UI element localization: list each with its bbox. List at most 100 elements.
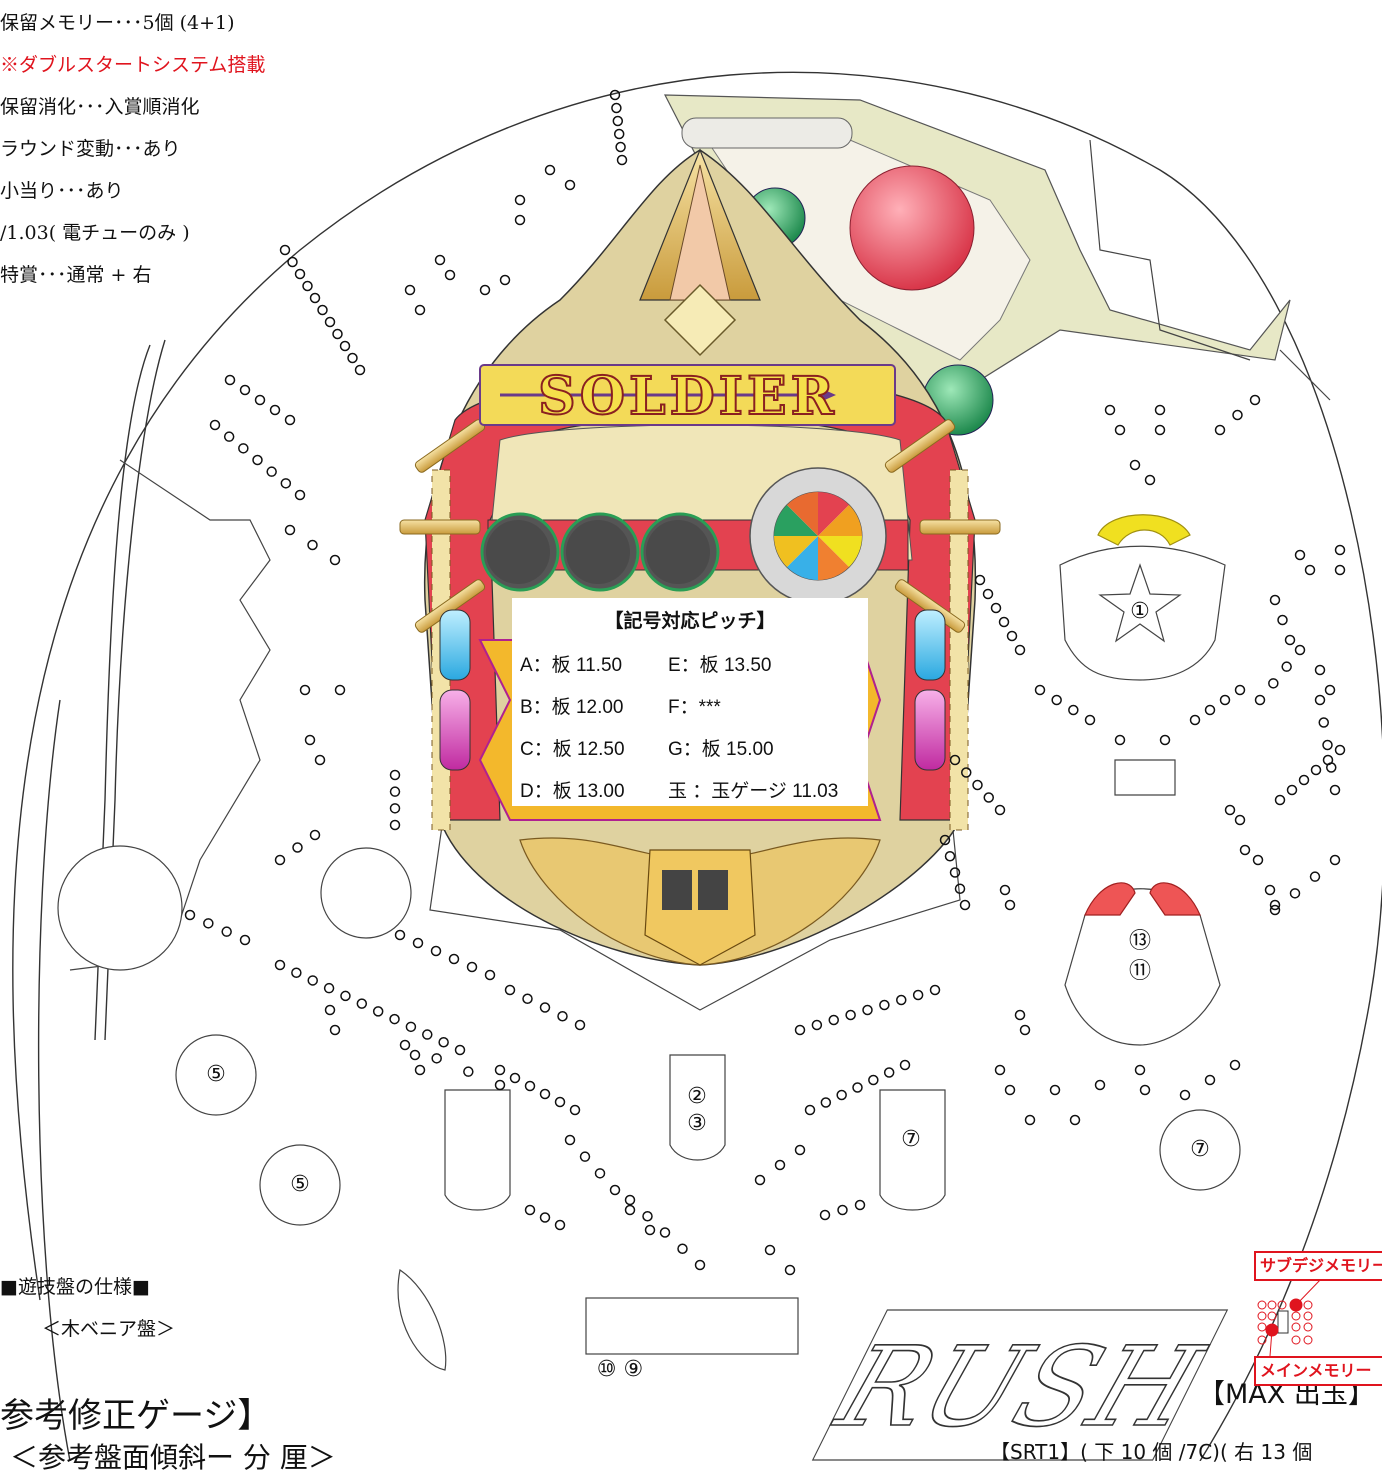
pitch-legend: 【記号対応ピッチ】 A：板 11.50 E：板 13.50 B：板 12.00 … (512, 598, 868, 806)
spec-special-prize: 特賞･･･通常 + 右 (0, 264, 152, 286)
nail (279, 244, 291, 256)
legend-pitch-e: E：板 13.50 (668, 655, 772, 676)
nail (677, 1243, 688, 1254)
nail (1304, 564, 1316, 576)
legend-pitch-a: A：板 11.50 (520, 655, 623, 676)
nail (274, 854, 286, 866)
nail (1154, 424, 1166, 436)
nail (1314, 664, 1326, 676)
board-outline (12, 71, 1382, 1461)
nail (209, 419, 221, 431)
nail (564, 179, 576, 191)
nail (405, 1021, 417, 1033)
nail (1329, 784, 1341, 796)
nail (828, 1014, 839, 1026)
nail (422, 1029, 433, 1040)
svg-text:RUSH: RUSH (821, 1323, 1218, 1451)
nail (1281, 661, 1292, 672)
nail (1204, 704, 1216, 716)
nail (1252, 854, 1264, 866)
nail (294, 268, 306, 280)
nail (304, 734, 316, 746)
nail (221, 926, 232, 937)
nail (1269, 899, 1281, 911)
nail (280, 478, 292, 489)
nail (340, 990, 351, 1002)
nail (1084, 714, 1096, 726)
rush-logo: RUSH (811, 1309, 1229, 1461)
nail (494, 1079, 506, 1091)
nail (754, 1174, 766, 1186)
nail (1249, 394, 1261, 406)
nail (347, 352, 358, 364)
nail (1264, 884, 1276, 896)
nail (929, 984, 941, 996)
nail (434, 254, 446, 266)
nail (514, 214, 526, 226)
nail (999, 884, 1011, 896)
legend-pitch-g: G：板 15.00 (668, 739, 774, 760)
nail (990, 602, 1002, 614)
nail (1326, 762, 1337, 773)
nail (1051, 694, 1062, 706)
nail (499, 274, 511, 286)
nail (287, 256, 298, 268)
nail (609, 89, 621, 101)
nail (438, 1037, 449, 1048)
nail (284, 414, 296, 426)
nail (1309, 871, 1321, 882)
nail (254, 394, 266, 406)
nail (302, 280, 313, 292)
nail (274, 959, 286, 971)
nail (356, 998, 368, 1009)
nail (238, 443, 249, 454)
nail (324, 316, 336, 328)
nail (896, 994, 907, 1006)
nail (1334, 564, 1346, 576)
nail (794, 1024, 806, 1036)
board-spec-title: ■遊技盤の仕様■ (0, 1276, 150, 1298)
nail (414, 304, 426, 316)
nail (879, 999, 890, 1011)
nail (1114, 424, 1126, 436)
spec-double-start: ※ダブルスタートシステム搭載 (0, 54, 266, 76)
nail (292, 842, 303, 853)
nail (389, 803, 401, 814)
nail (1310, 764, 1322, 776)
nail (329, 554, 341, 566)
nail (611, 102, 622, 114)
marker-left-pocket-1: ⑤ (206, 1062, 226, 1087)
nail (224, 374, 236, 386)
nail (1234, 684, 1246, 696)
nail (1269, 904, 1281, 916)
nail (1289, 888, 1301, 899)
nail (642, 1211, 653, 1222)
nail (504, 984, 516, 996)
nail (594, 1168, 606, 1179)
nail (998, 616, 1010, 628)
nail (939, 834, 951, 846)
nail (1159, 734, 1171, 746)
nail (569, 1104, 581, 1116)
nail (1229, 1059, 1241, 1071)
nail (332, 328, 343, 340)
nail (899, 1059, 911, 1071)
nail (1269, 594, 1281, 606)
nail (1034, 684, 1046, 696)
spec-probability: /1.03( 電チューのみ ) (0, 222, 190, 244)
spec-round-variation: ラウンド変動･･･あり (0, 138, 181, 160)
memory-indicator (1257, 1277, 1323, 1357)
nail (444, 269, 456, 281)
legend-pitch-b: B：板 12.00 (520, 697, 624, 718)
nail (954, 883, 966, 894)
nail (389, 819, 401, 831)
nail (463, 1066, 474, 1077)
nail (524, 1080, 536, 1092)
nail (1294, 644, 1306, 656)
nail (1134, 1064, 1146, 1076)
nail (1204, 1074, 1216, 1086)
nail (983, 792, 994, 803)
roulette-wheel (749, 467, 887, 605)
nail (314, 754, 326, 766)
nail (836, 1089, 847, 1101)
